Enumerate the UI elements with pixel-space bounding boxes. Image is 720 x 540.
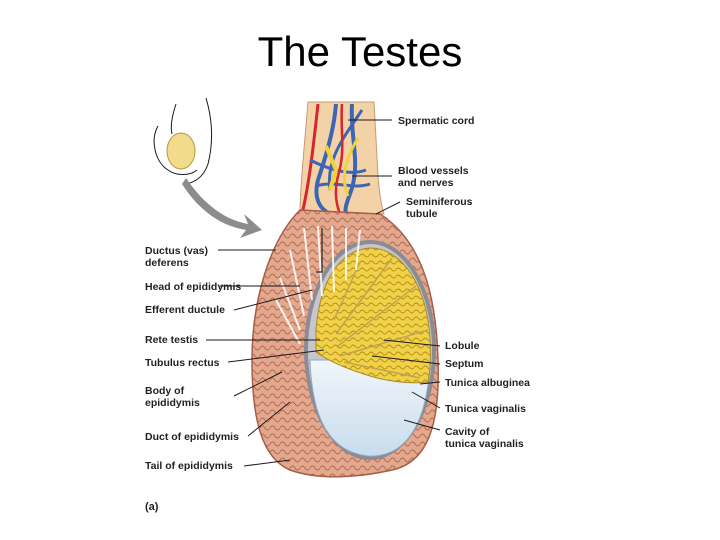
label-seminiferous: Seminiferous — [406, 196, 473, 208]
inset-body-outline — [153, 97, 262, 238]
label-blood-vessels: Blood vessels — [398, 165, 469, 177]
figure-letter: (a) — [145, 501, 159, 513]
label-tunica-vaginalis-cavity: tunica vaginalis — [445, 438, 524, 450]
label-body-of: Body of — [145, 385, 185, 397]
label-ductus-deferens: Ductus (vas) — [145, 245, 208, 257]
inset-arrow-icon — [182, 178, 262, 238]
label-rete-testis: Rete testis — [145, 334, 198, 346]
label-septum: Septum — [445, 358, 484, 370]
slide-title: The Testes — [257, 28, 463, 75]
label-epididymis: epididymis — [145, 397, 200, 409]
testis-lobules — [315, 247, 431, 384]
label-tubulus-rectus: Tubulus rectus — [145, 357, 220, 369]
label-tubule: tubule — [406, 208, 438, 220]
epididymis-tubules — [275, 225, 361, 345]
label-deferens: deferens — [145, 257, 189, 269]
label-tail-of-epididymis: Tail of epididymis — [145, 460, 233, 472]
label-and-nerves: and nerves — [398, 177, 454, 189]
label-duct-of-epididymis: Duct of epididymis — [145, 431, 239, 443]
septa — [333, 257, 429, 379]
cavity-of-tunica-vaginalis — [309, 359, 431, 457]
label-cavity-of: Cavity of — [445, 426, 490, 438]
blood-vessels — [309, 103, 371, 216]
inset-testis-icon — [166, 132, 196, 170]
label-efferent-ductule: Efferent ductule — [145, 304, 225, 316]
label-tunica-vaginalis: Tunica vaginalis — [445, 403, 526, 415]
head-bracket — [316, 228, 323, 273]
label-head-of-epididymis: Head of epididymis — [145, 281, 241, 293]
leader-lines — [206, 119, 441, 467]
label-tunica-albuginea: Tunica albuginea — [445, 377, 530, 389]
label-lobule: Lobule — [445, 340, 480, 352]
label-spermatic-cord: Spermatic cord — [398, 115, 474, 127]
